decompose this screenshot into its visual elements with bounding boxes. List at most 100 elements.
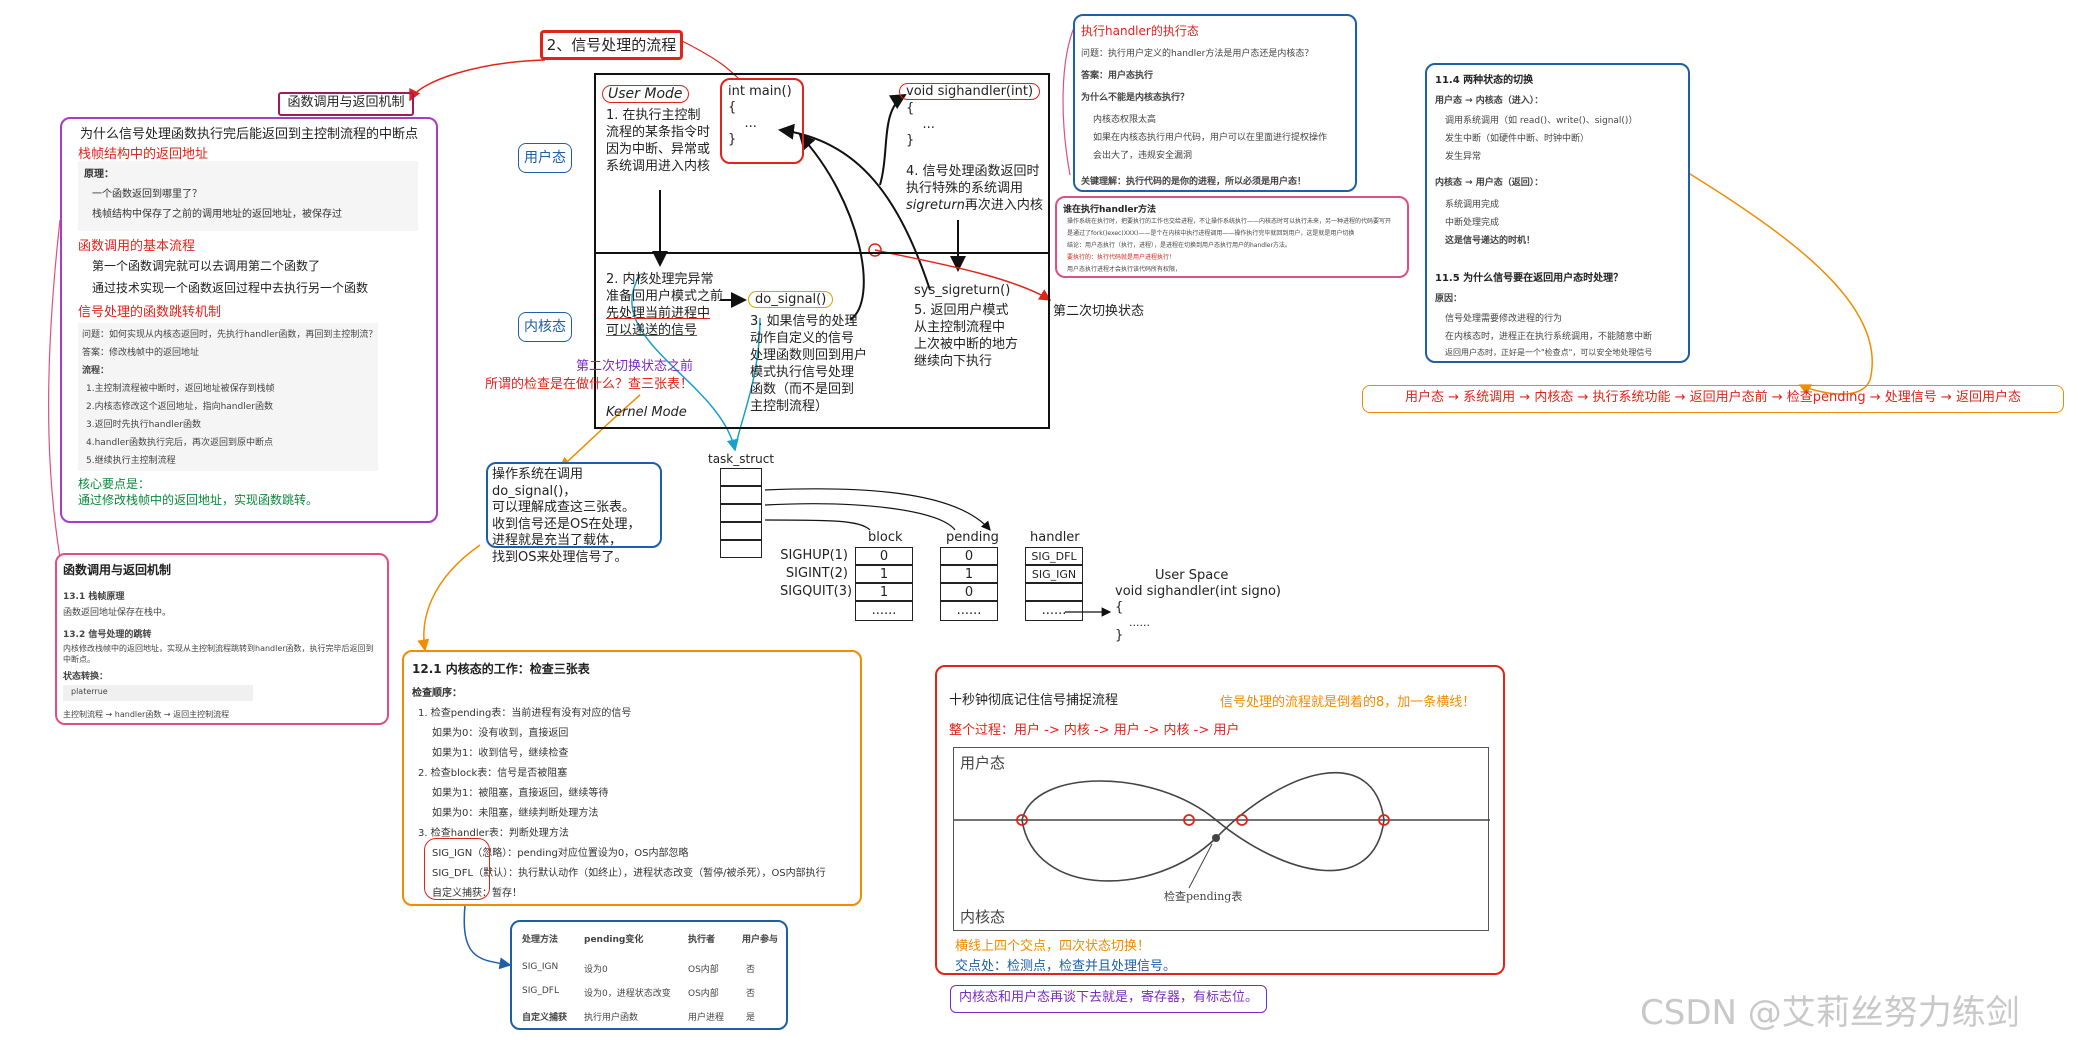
kernel-mode-label: Kernel Mode xyxy=(606,405,687,420)
th: 用户参与 xyxy=(742,935,779,945)
rb-sub3: 11.5 为什么信号要在返回用户态时处理？ xyxy=(1435,273,1624,284)
kw-order: 检查顺序： xyxy=(412,688,462,699)
kw-title: 12.1 内核态的工作：检查三张表 xyxy=(412,662,590,676)
second-switch-question: 第二次切换状态之前 所谓的检查是在做什么？查三张表！ xyxy=(484,359,693,392)
handler-cell: ...... xyxy=(1025,601,1083,621)
step5-text: 5. 返回用户模式 从主控制流程中 上次被中断的地方 继续向下执行 xyxy=(914,303,1019,369)
hb-title: 执行handler的执行态 xyxy=(1081,24,1199,38)
rb-item: 返回用户态时，正好是一个"检查点"，可以安全地处理信号 xyxy=(1445,348,1653,357)
rb-item: 发生异常 xyxy=(1445,152,1482,162)
pb-line: 要执行的：执行代码就是用户进程执行！ xyxy=(1067,254,1176,261)
rb-sub1: 用户态 → 内核态（进入）： xyxy=(1435,96,1544,106)
left-h3: 信号处理的函数跳转机制 xyxy=(78,305,222,320)
second-switch-label: 第二次切换状态 xyxy=(1053,304,1145,319)
kernel-state-tag: 内核态 xyxy=(518,312,572,342)
td: 设为0，进程状态改变 xyxy=(584,989,671,999)
td: 否 xyxy=(746,989,756,999)
rb-title: 11.4 两种状态的切换 xyxy=(1435,75,1534,86)
left-step: 2.内核态修改这个返回地址，指向handler函数 xyxy=(86,402,273,412)
rb-item: 中断处理完成 xyxy=(1445,218,1500,228)
col-block-header: block xyxy=(868,530,903,545)
user-func-signature: void sighandler(int signo) xyxy=(1115,584,1281,599)
hb-r3: 会出大了，违规安全漏洞 xyxy=(1093,151,1193,161)
td: SIG_IGN xyxy=(522,962,559,972)
lp2-s1: 13.1 栈帧原理 xyxy=(63,592,125,602)
func-return-label-text: 函数调用与返回机制 xyxy=(287,95,405,110)
step1-text: 1. 在执行主控制 流程的某条指令时 因为中断、异常或 系统调用进入内核 xyxy=(606,108,711,174)
rb-item: 这是信号递达的时机！ xyxy=(1445,236,1536,246)
kw-c2b: 如果为0：未阻塞，继续判断处理方法 xyxy=(432,808,599,819)
left-b1: 第一个函数调完就可以去调用第二个函数了 xyxy=(92,259,321,273)
kw-c3c: 自定义捕获：暂存！ xyxy=(432,888,522,899)
th: 执行者 xyxy=(688,935,716,945)
left-core: 核心要点是： xyxy=(78,477,151,491)
ts-b1: 横线上四个交点，四次状态切换！ xyxy=(955,939,1151,954)
lp2-s1t: 函数返回地址保存在栈中。 xyxy=(63,608,172,618)
task-struct-diagram: task_struct block pending handler SIGHUP… xyxy=(700,450,1281,645)
figure8-svg xyxy=(954,771,1490,889)
sighandler-body: { ... } xyxy=(906,101,935,148)
left-step: 4.handler函数执行完后，再次返回到原中断点 xyxy=(86,438,273,448)
kw-c3: 3. 检查handler表：判断处理方法 xyxy=(418,828,569,839)
signal-flow-diagram: User Mode 1. 在执行主控制 流程的某条指令时 因为中断、异常或 系统… xyxy=(594,73,1050,429)
ts-whole: 整个过程：用户 -> 内核 -> 用户 -> 内核 -> 用户 xyxy=(949,723,1240,738)
step3-text: 3. 如果信号的处理 动作自定义的信号 处理函数则回到用户 模式执行信号处理 函… xyxy=(750,314,868,414)
kw-c2a: 如果为1：被阻塞，直接返回，继续等待 xyxy=(432,788,609,799)
th: pending变化 xyxy=(584,935,644,945)
kernel-work-box: 12.1 内核态的工作：检查三张表 检查顺序： 1. 检查pending表：当前… xyxy=(402,650,862,906)
state-switch-box: 11.4 两种状态的切换 用户态 → 内核态（进入）： 调用系统调用（如 rea… xyxy=(1425,63,1690,363)
lp2-code-block xyxy=(63,685,253,701)
lp2-s2: 13.2 信号处理的跳转 xyxy=(63,630,152,640)
user-state-tag: 用户态 xyxy=(518,143,572,173)
pending-cell: 1 xyxy=(940,565,998,583)
user-func-brace: } xyxy=(1115,628,1124,643)
sighandler-signature: void sighandler(int) xyxy=(899,83,1041,100)
left-step: 5.继续执行主控制流程 xyxy=(86,456,176,466)
kw-c1: 1. 检查pending表：当前进程有没有对应的信号 xyxy=(418,708,632,719)
pb-line: 用户态执行进程才会执行该代码所有权限， xyxy=(1067,266,1182,273)
pb-line: 操作系统在执行时，把要执行的工作也交给进程，不让操作系统执行——内核态时可以执行… xyxy=(1067,218,1392,225)
left-step: 1.主控制流程被中断时，返回地址被保存到栈帧 xyxy=(86,384,275,394)
sys-sigreturn-label: sys_sigreturn() xyxy=(914,283,1011,298)
block-cell: 1 xyxy=(855,583,913,601)
td: SIG_DFL xyxy=(522,986,559,996)
lp2-title: 函数调用与返回机制 xyxy=(63,563,172,577)
pb-line: 是通过了fork()exec(XXX)——是个在内核中执行进程调用——操作执行完… xyxy=(1067,230,1355,237)
ten-sec-box: 十秒钟彻底记住信号捕捉流程 信号处理的流程就是倒着的8，加一条横线！ 整个过程：… xyxy=(935,665,1505,975)
handler-exec-box: 执行handler的执行态 问题：执行用户定义的handler方法是用户态还是内… xyxy=(1073,14,1357,192)
td: 否 xyxy=(746,965,756,975)
block-cell: 1 xyxy=(855,565,913,583)
kw-c1b: 如果为1：收到信号，继续检查 xyxy=(432,748,569,759)
kw-c3a: SIG_IGN（忽略）：pending对应位置设为0，OS内部忽略 xyxy=(432,848,689,859)
block-cell: 0 xyxy=(855,547,913,565)
handler-cell: SIG_DFL xyxy=(1025,547,1083,565)
hb-key: 关键理解：执行代码的是你的进程，所以必须是用户态！ xyxy=(1081,177,1307,187)
left-p1: 一个函数返回到哪里了？ xyxy=(92,189,202,200)
left-q: 问题：如何实现从内核态返回时，先执行handler函数，再回到主控制流？ xyxy=(82,330,378,340)
col-pending-header: pending xyxy=(946,530,999,545)
kw-c3b: SIG_DFL（默认）：执行默认动作（如终止），进程状态改变（暂停/被杀死），O… xyxy=(432,868,826,879)
user-space-label: User Space xyxy=(1155,568,1229,583)
hb-r1: 内核态权限太高 xyxy=(1093,115,1157,125)
main-function-box: int main() { ... } xyxy=(720,78,804,164)
hb-r2: 如果在内核态执行用户代码，用户可以在里面进行提权操作 xyxy=(1093,133,1328,143)
left-panel-func-return: 函数调用与返回机制 13.1 栈帧原理 函数返回地址保存在栈中。 13.2 信号… xyxy=(55,553,389,725)
left-h2: 函数调用的基本流程 xyxy=(78,239,196,254)
td: 是 xyxy=(746,1013,756,1023)
left-flow-block xyxy=(78,323,378,471)
handler-cell: SIG_IGN xyxy=(1025,565,1083,583)
user-mode-label: User Mode xyxy=(602,85,689,103)
left-flow: 流程： xyxy=(82,366,110,376)
kw-c1a: 如果为0：没有收到，直接返回 xyxy=(432,728,569,739)
th: 处理方法 xyxy=(522,935,559,945)
flow-title-text: 2、信号处理的流程 xyxy=(546,36,677,54)
lp2-footer: 主控制流程 → handler函数 → 返回主控制流程 xyxy=(63,710,230,719)
rb-item: 调用系统调用（如 read()、write()、signal()） xyxy=(1445,116,1638,126)
mode-divider xyxy=(596,252,1048,254)
left-question: 为什么信号处理函数执行完后能返回到主控制流程的中断点 xyxy=(80,127,419,142)
task-struct-stack xyxy=(720,468,762,558)
td: 执行用户函数 xyxy=(584,1013,639,1023)
pending-cell: 0 xyxy=(940,547,998,565)
pending-cell: ...... xyxy=(940,601,998,621)
td: 设为0 xyxy=(584,965,608,975)
